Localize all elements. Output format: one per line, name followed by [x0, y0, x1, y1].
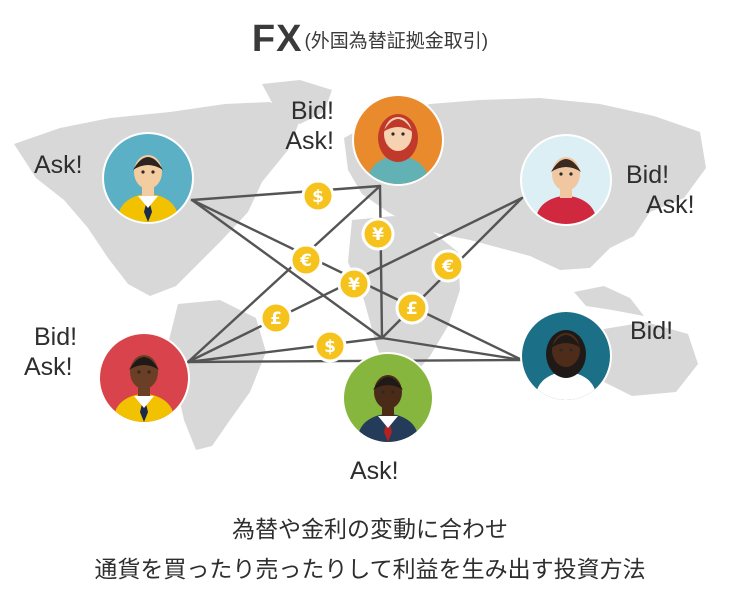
caption-line-1: 為替や金利の変動に合わせ: [232, 516, 508, 542]
speech-line: Ask!: [285, 127, 334, 155]
map-south-america: [168, 300, 266, 450]
avatar-tie: [144, 196, 152, 222]
coin-symbol: €: [441, 257, 454, 277]
coin-symbol: ¥: [372, 225, 384, 245]
network-line: [186, 336, 384, 364]
avatar-eye: [401, 132, 405, 136]
map-australia: [588, 322, 698, 396]
speech-line: Ask!: [350, 457, 399, 485]
trader-asia-avatar: [520, 134, 612, 226]
avatar-collar: [378, 416, 398, 428]
avatar-hair: [383, 119, 413, 132]
avatar-eye: [569, 172, 573, 176]
avatar-eye: [381, 390, 385, 394]
avatar-eye: [559, 348, 563, 352]
avatar-eye: [137, 370, 141, 374]
speech-africa: Ask!: [350, 456, 399, 486]
trader-avatars: [98, 94, 612, 444]
currency-coin: £: [395, 291, 429, 325]
avatar-hair: [133, 157, 163, 170]
coin-disc: [395, 291, 429, 325]
currency-coin: $: [313, 329, 347, 363]
map-greenland: [262, 80, 332, 124]
speech-line: Bid!: [290, 97, 334, 125]
currency-coin: ¥: [361, 217, 395, 251]
speech-line: Ask!: [34, 151, 83, 179]
speech-line: Ask!: [646, 191, 695, 219]
currency-coin: €: [431, 249, 465, 283]
avatar-shirt: [536, 372, 596, 400]
coin-disc: [361, 217, 395, 251]
currency-coin: $: [301, 179, 335, 213]
network-line: [378, 184, 384, 340]
avatar-eye: [147, 370, 151, 374]
currency-coin: £: [259, 301, 293, 335]
page-title: FX(外国為替証拠金取引): [0, 18, 740, 61]
network-line: [186, 184, 382, 364]
title-main: FX: [251, 18, 303, 60]
avatar-tie: [140, 396, 148, 422]
map-indonesia: [574, 286, 644, 316]
trader-europe-avatar: [352, 94, 444, 186]
trader-south-america-avatar: [98, 332, 190, 424]
trader-africa-avatar: [342, 352, 434, 444]
avatar-hair: [551, 159, 581, 172]
currency-coins: $ ¥ € ¥ € £ £ $: [259, 179, 465, 363]
speech-line: Bid!: [630, 317, 674, 345]
speech-oceania: Bid!: [630, 316, 673, 346]
coin-symbol: ¥: [348, 275, 360, 295]
speech-north-america: Ask!: [34, 150, 83, 180]
avatar-eye: [141, 170, 145, 174]
avatar-eye: [391, 390, 395, 394]
coin-symbol: £: [270, 309, 282, 329]
caption-line-2: 通貨を買ったり売ったりして利益を生み出す投資方法: [94, 556, 646, 582]
coin-disc: [313, 329, 347, 363]
title-sub: (外国為替証拠金取引): [304, 31, 489, 52]
currency-coin: €: [289, 243, 323, 277]
coin-disc: [337, 267, 371, 301]
coin-symbol: £: [406, 299, 418, 319]
avatar-eye: [151, 170, 155, 174]
avatar-shirt: [368, 156, 428, 184]
trader-oceania-avatar: [520, 310, 612, 402]
coin-symbol: $: [312, 187, 324, 207]
avatar-hair: [373, 377, 403, 390]
speech-south-america: Bid! Ask!: [24, 322, 77, 382]
avatar-eye: [559, 172, 563, 176]
coin-disc: [431, 249, 465, 283]
coin-disc: [301, 179, 335, 213]
speech-europe: Bid! Ask!: [268, 96, 334, 156]
speech-asia: Bid! Ask!: [626, 160, 695, 220]
avatar-collar: [134, 396, 154, 408]
coin-symbol: €: [299, 251, 312, 271]
avatar-eye: [569, 348, 573, 352]
network-line: [380, 336, 524, 362]
avatar-collar: [138, 196, 158, 208]
avatar-hair: [129, 357, 159, 370]
currency-coin: ¥: [337, 267, 371, 301]
speech-line: Bid!: [626, 161, 670, 189]
speech-line: Ask!: [24, 353, 73, 381]
avatar-eye: [391, 132, 395, 136]
network-line: [190, 184, 382, 202]
network-line: [186, 358, 524, 364]
coin-disc: [259, 301, 293, 335]
speech-line: Bid!: [34, 323, 78, 351]
avatar-shirt: [536, 196, 596, 224]
coin-symbol: $: [324, 337, 336, 357]
coin-disc: [289, 243, 323, 277]
avatar-tie: [384, 416, 392, 442]
network-line: [190, 198, 384, 340]
trader-north-america-avatar: [102, 132, 194, 224]
avatar-hair: [551, 335, 581, 348]
